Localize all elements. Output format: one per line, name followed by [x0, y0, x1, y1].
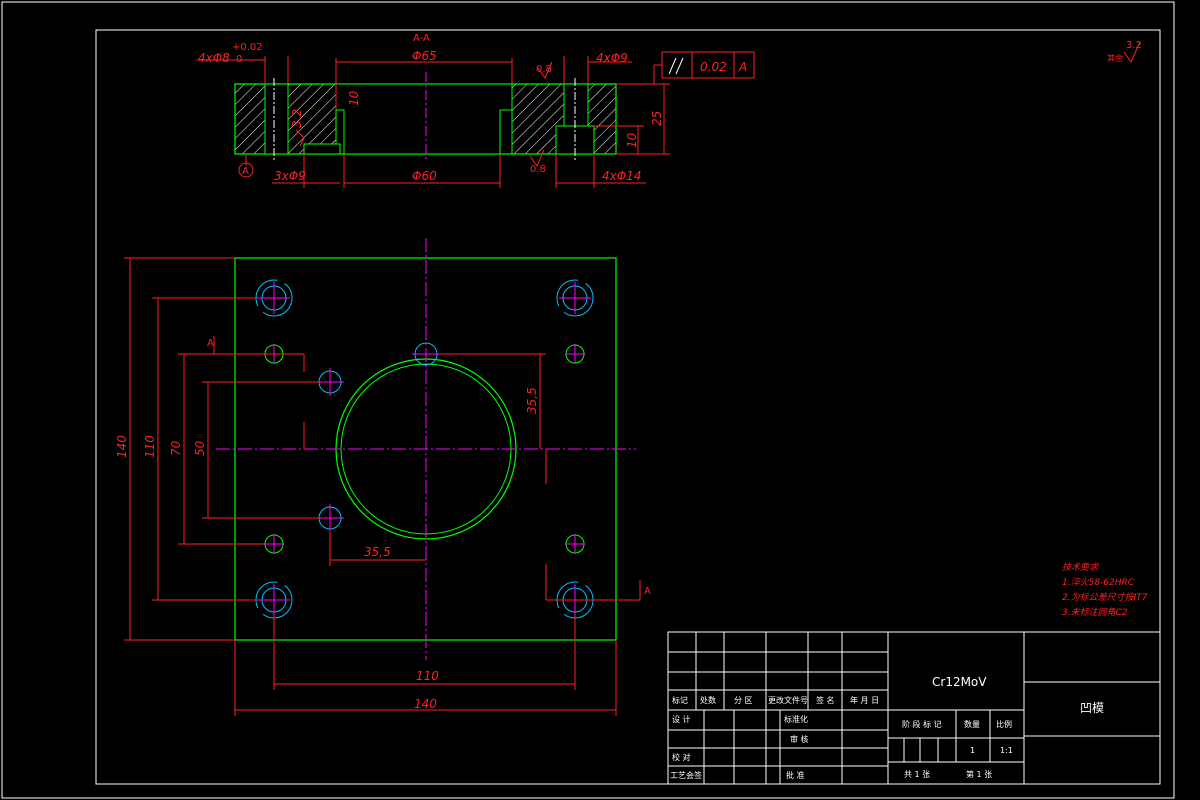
tech-title: 技术要求	[1062, 562, 1099, 573]
dim-h50: 50	[193, 440, 207, 456]
surface-finish-value: 3.2	[1126, 40, 1142, 51]
tech-item-1: 1.淬火58-62HRC	[1062, 577, 1135, 588]
tb-quantity: 1	[970, 746, 975, 755]
section-mark-top: A	[207, 338, 214, 349]
tb-header-count: 处数	[700, 695, 716, 705]
dim-h140: 140	[115, 435, 129, 458]
dim-355-v: 35,5	[525, 387, 539, 414]
dim-holes-9-top: 4xΦ9	[596, 51, 628, 65]
tb-scale: 1:1	[1000, 746, 1013, 755]
dim-height-10: 10	[625, 132, 639, 148]
tb-scale-label: 比例	[996, 719, 1012, 729]
tb-role-review: 审 核	[790, 734, 809, 744]
dim-rough-32: 3.2	[290, 109, 304, 128]
dim-d60: Φ60	[412, 169, 437, 183]
hatch-left-inner	[287, 83, 337, 155]
tech-item-2: 2.为标公差尺寸按IT7	[1062, 592, 1148, 603]
dim-d65: Φ65	[412, 49, 437, 63]
dim-h110: 110	[143, 435, 157, 458]
dim-depth-10: 10	[347, 90, 361, 106]
surface-finish: 3.2 其余	[1107, 40, 1142, 64]
tb-part-name: 凹模	[1080, 701, 1104, 715]
tb-quantity-label: 数量	[964, 719, 980, 729]
dim-w140: 140	[414, 697, 437, 711]
tb-role-approve: 批 准	[786, 770, 805, 780]
tb-role-process: 工艺会签	[670, 770, 702, 780]
outer-frame	[1, 1, 1175, 799]
section-view: A-A	[196, 33, 755, 188]
tb-header-sign: 签 名	[816, 695, 835, 705]
plan-view: A A 140 110	[115, 238, 651, 716]
tb-header-date: 年 月 日	[850, 695, 879, 705]
section-title: A-A	[413, 33, 430, 44]
title-block	[667, 631, 1161, 785]
dim-ra-top: 0.8	[536, 64, 552, 75]
dim-w110: 110	[416, 669, 439, 683]
section-mark-bottom: A	[644, 586, 651, 597]
tb-total-sheets: 共 1 张	[904, 770, 930, 779]
dim-ra-bottom: 0.8	[530, 164, 546, 175]
tb-header-zone: 分 区	[734, 696, 753, 705]
tb-stage-mark: 阶 段 标 记	[902, 719, 942, 729]
dim-h70: 70	[169, 440, 183, 456]
surface-finish-label: 其余	[1107, 53, 1123, 63]
tb-role-design: 设 计	[672, 714, 691, 724]
datum-label: A	[242, 166, 249, 177]
tb-role-standardize: 标准化	[784, 714, 808, 724]
tech-requirements: 技术要求 1.淬火58-62HRC 2.为标公差尺寸按IT7 3.未标注圆角C2	[1062, 562, 1148, 618]
tol-datum: A	[738, 60, 747, 74]
tb-material: Cr12MoV	[932, 675, 987, 689]
dim-355-h: 35,5	[364, 545, 391, 559]
tb-role-check: 校 对	[672, 752, 691, 762]
inner-frame	[95, 29, 1161, 785]
hole-left	[264, 83, 289, 155]
dim-holes-9-bottom: 3xΦ9	[274, 169, 306, 183]
dim-holes-14: 4xΦ14	[602, 169, 641, 183]
dim-tol-lower: 0	[236, 54, 242, 65]
center-cavity	[335, 83, 513, 155]
tb-sheet-no: 第 1 张	[966, 769, 992, 779]
dim-height-25: 25	[650, 111, 664, 126]
dim-tol-upper: +0.02	[232, 42, 263, 53]
dim-holes-8: 4xΦ8	[198, 51, 230, 65]
tb-header-mark: 标记	[672, 695, 688, 705]
tb-header-change: 更改文件号	[768, 695, 808, 705]
hatch-left-outer	[234, 83, 266, 155]
bottom-step	[303, 143, 341, 155]
tol-value: 0.02	[700, 60, 727, 74]
tech-item-3: 3.未标注圆角C2	[1062, 607, 1128, 618]
